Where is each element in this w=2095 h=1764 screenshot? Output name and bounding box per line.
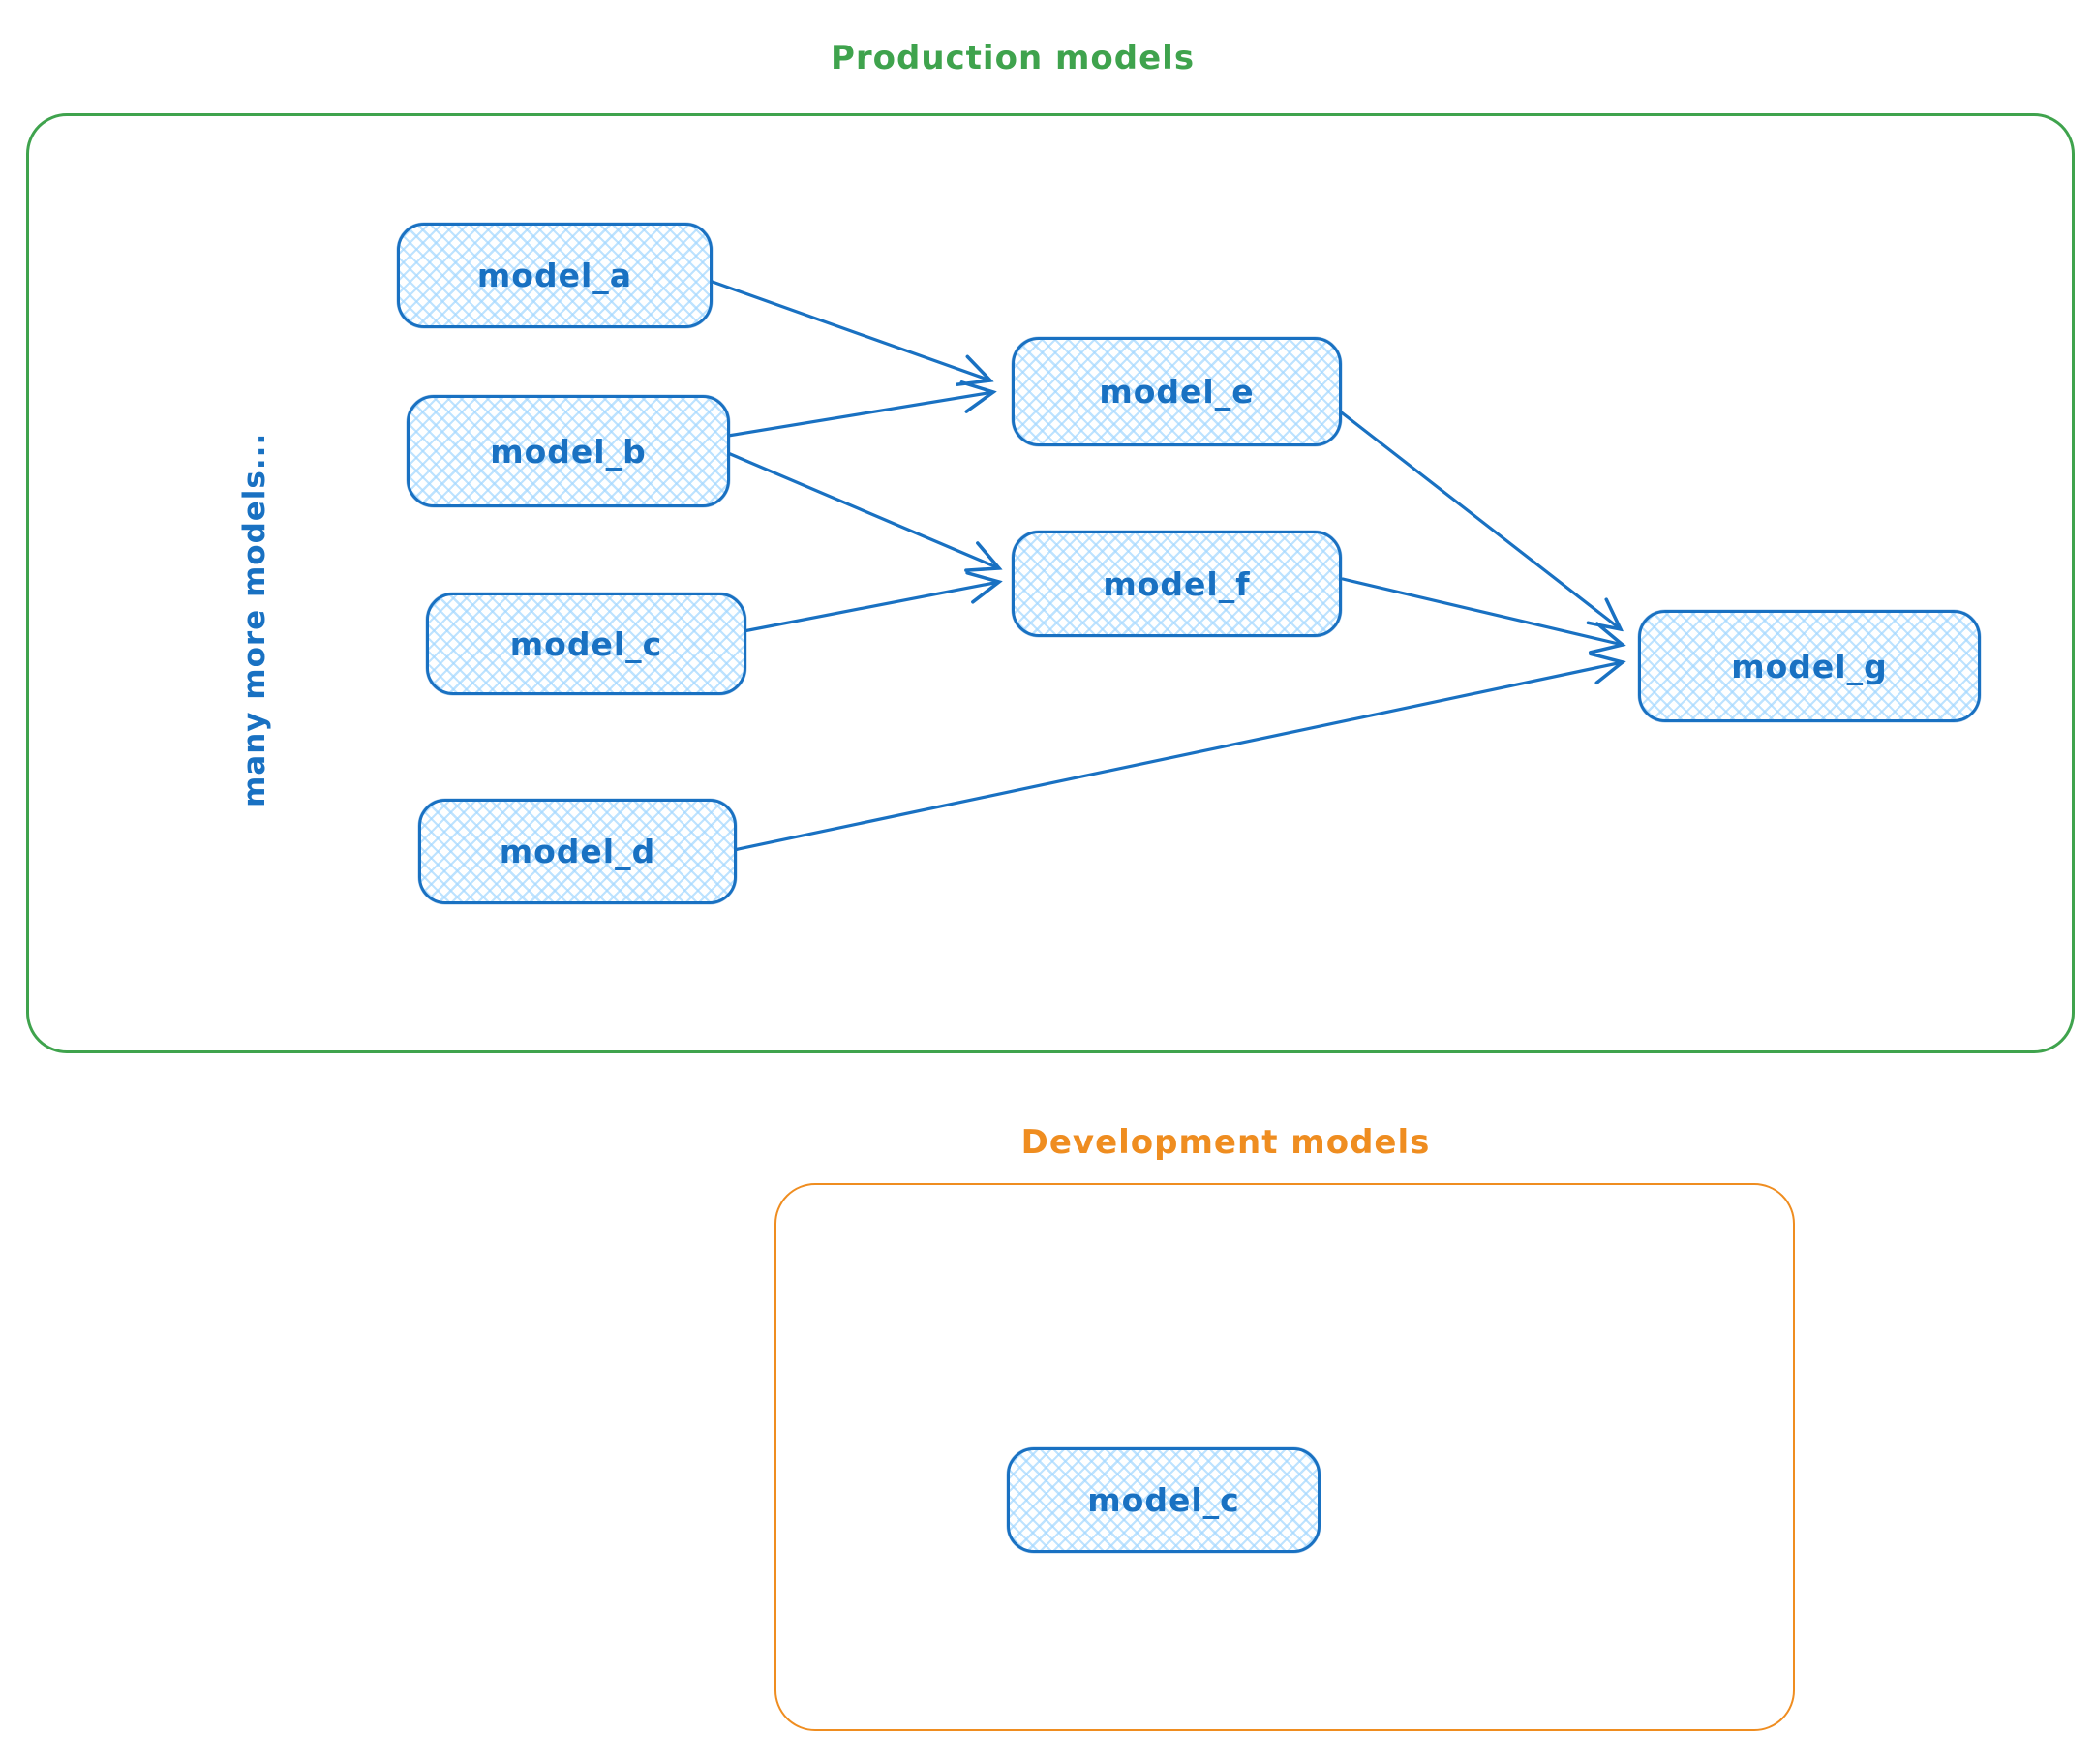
node-model-a-label: model_a xyxy=(476,257,633,294)
many-more-models-label: many more models... xyxy=(237,432,272,808)
development-container[interactable] xyxy=(774,1183,1795,1731)
node-model-e-label: model_e xyxy=(1099,373,1255,411)
node-model-d-label: model_d xyxy=(499,833,656,870)
node-model-f-label: model_f xyxy=(1103,564,1251,603)
node-model-d[interactable]: model_d xyxy=(418,799,737,904)
node-model-c[interactable]: model_c xyxy=(426,593,746,695)
node-model-g-label: model_g xyxy=(1731,647,1888,685)
node-model-g[interactable]: model_g xyxy=(1638,610,1981,722)
node-model-b[interactable]: model_b xyxy=(407,395,730,507)
node-model-c-dev[interactable]: model_c xyxy=(1007,1447,1321,1553)
node-model-c-dev-label: model_c xyxy=(1087,1481,1240,1519)
node-model-a[interactable]: model_a xyxy=(397,223,713,328)
node-model-e[interactable]: model_e xyxy=(1012,337,1342,446)
node-model-b-label: model_b xyxy=(490,432,647,471)
node-model-f[interactable]: model_f xyxy=(1012,531,1342,637)
development-title: Development models xyxy=(1020,1123,1431,1162)
node-model-c-label: model_c xyxy=(509,624,663,663)
production-container[interactable] xyxy=(26,113,2075,1053)
production-title: Production models xyxy=(830,39,1196,77)
